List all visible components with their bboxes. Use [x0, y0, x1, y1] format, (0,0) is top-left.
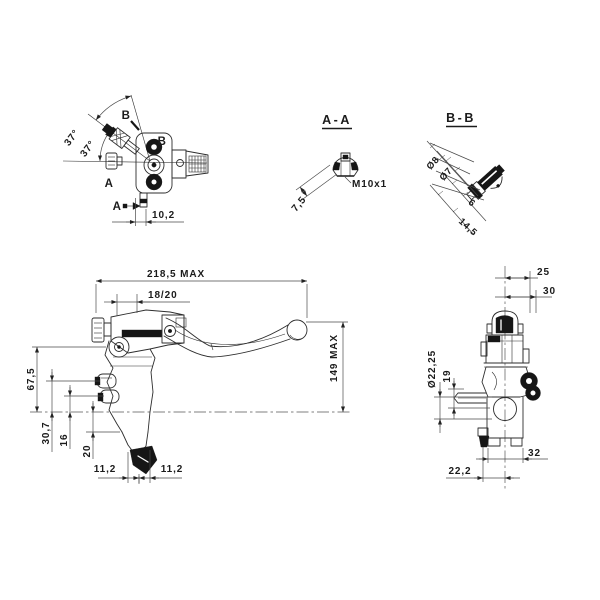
- label-a-body: A: [105, 178, 114, 190]
- dim-19-label: 19: [442, 370, 453, 383]
- angle-37-upper-label: 37°: [62, 127, 82, 148]
- dim-30-label: 30: [543, 286, 556, 297]
- section-aa-title: A-A: [322, 113, 352, 127]
- dim-14-5-label: 14,5: [456, 216, 479, 238]
- section-bb-title: B-B: [446, 111, 476, 125]
- section-aa: A-A 7,5 M10x1: [290, 113, 387, 214]
- dim-6-label: 6: [466, 197, 478, 209]
- dim-20-label: 20: [82, 445, 93, 458]
- label-b-lever: B: [122, 110, 131, 122]
- front-view: 25 30 Ø22,25 19 32 22,2: [427, 266, 556, 490]
- dim-7-5-label: 7,5: [290, 194, 309, 214]
- dim-dia8-label: Ø8: [425, 154, 443, 172]
- dim-11-2-left-label: 11,2: [94, 464, 117, 475]
- dim-25-label: 25: [537, 267, 550, 278]
- dim-30-7-label: 30,7: [41, 421, 52, 444]
- dim-11-2-right-label: 11,2: [161, 464, 184, 475]
- dim-67-5-label: 67,5: [26, 367, 37, 390]
- dim-32-label: 32: [528, 448, 541, 459]
- angle-37-lower-label: 37°: [78, 138, 98, 159]
- dim-bore-dia-label: Ø22,25: [427, 350, 438, 388]
- section-bb: B-B Ø8 Ø7 6: [425, 111, 505, 239]
- top-view: 37° 37°: [62, 94, 209, 226]
- thread-m10x1-label: M10x1: [352, 179, 387, 190]
- dim-18-20-label: 18/20: [148, 290, 178, 301]
- side-view: 218,5 MAX 18/20 149 MAX 67,5 30,7 16: [26, 269, 352, 484]
- dim-10-2-label: 10,2: [152, 210, 175, 221]
- dim-218-5-label: 218,5 MAX: [147, 269, 205, 280]
- pin-part: [466, 164, 505, 201]
- dim-22-2-label: 22,2: [448, 466, 471, 477]
- dim-149-label: 149 MAX: [329, 334, 340, 382]
- dim-16-label: 16: [59, 434, 70, 447]
- label-b-body: B: [158, 136, 167, 148]
- lever-top-view: [101, 123, 140, 155]
- label-a-section: A: [113, 201, 122, 213]
